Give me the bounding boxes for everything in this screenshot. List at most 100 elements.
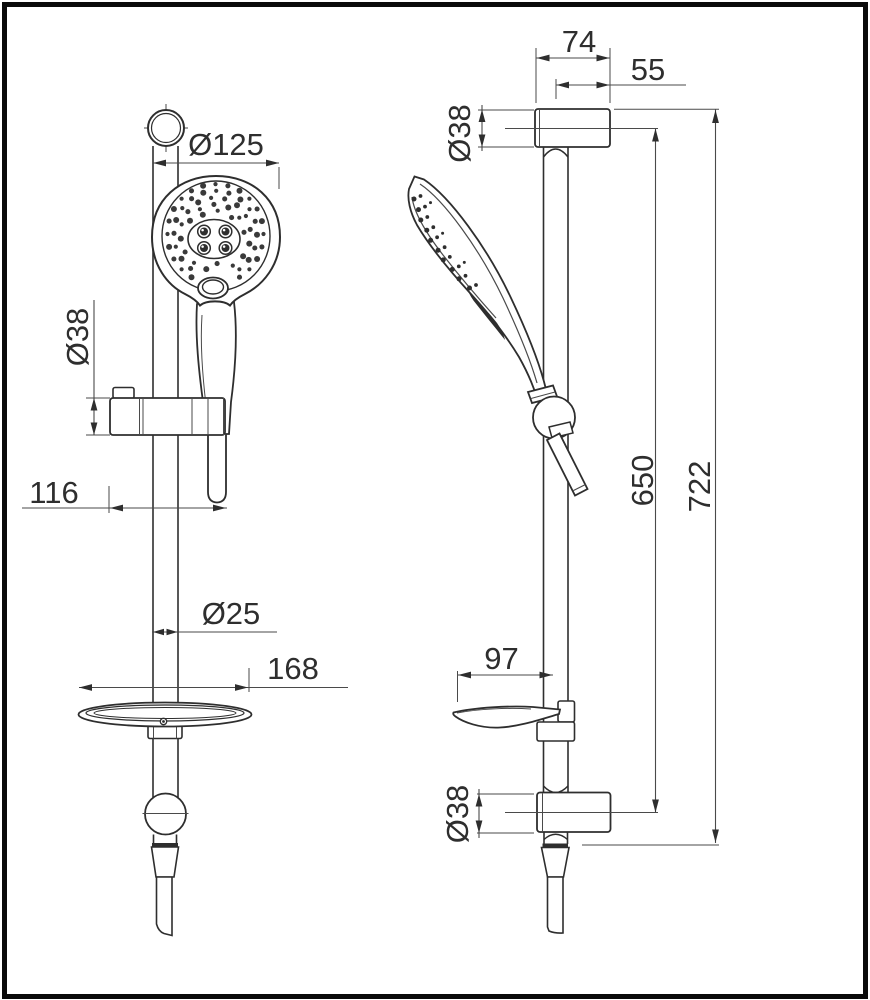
side-top-bracket (505, 108, 658, 158)
hose-connector-cone (540, 846, 570, 878)
nozzle-dot (177, 235, 184, 242)
side-shower-wand (407, 175, 589, 497)
handle-outlet (545, 432, 589, 497)
nozzle-dot (435, 235, 439, 240)
nozzle-dot (431, 225, 436, 230)
nozzle-dot (226, 190, 232, 196)
nozzle-dot (245, 256, 252, 263)
nozzle-dot (447, 255, 452, 259)
front-top-bracket (144, 104, 188, 152)
mode-button-inner (201, 279, 225, 295)
nozzle-dot (462, 260, 466, 264)
dim-soap-dish-width: 168 (267, 651, 319, 686)
hose-connector-cone (150, 846, 180, 878)
hose-end (155, 876, 173, 937)
nozzle-dot (247, 207, 252, 212)
nozzle-dot (236, 187, 243, 194)
dim-bracket-diameter-bottom: Ø38 (440, 785, 475, 844)
nozzle-dot (170, 206, 177, 212)
nozzle-dot (213, 182, 218, 187)
front-lower-bracket-and-hose (142, 792, 189, 937)
nozzle-dot (237, 196, 244, 203)
nozzle-dot (247, 226, 253, 232)
nozzle-dot (173, 244, 178, 249)
nozzle-dot (429, 201, 432, 205)
nozzle-dot (180, 206, 185, 211)
nozzle-dot (222, 228, 226, 232)
nozzle-dot (237, 215, 242, 220)
nozzle-dot (201, 228, 204, 232)
nozzle-dot (225, 183, 231, 189)
nozzle-dot (241, 229, 247, 235)
hose-nut-band (542, 843, 568, 848)
nozzle-dot (203, 266, 210, 273)
dim-soap-dish-depth: 97 (484, 641, 518, 676)
nozzle-dot (187, 217, 193, 224)
nozzle-dot (179, 196, 184, 201)
nozzle-dot (221, 244, 230, 252)
nozzle-dot (230, 263, 235, 268)
nozzle-dot (261, 231, 266, 237)
holder-lock-knob (112, 386, 135, 400)
nozzle-dot (179, 222, 184, 227)
nozzle-dot (200, 227, 208, 236)
nozzle-dot (171, 230, 177, 236)
spray-nozzle-dots (165, 182, 266, 281)
nozzle-dot (442, 245, 447, 250)
dim-bar-length: 650 (625, 455, 660, 507)
nozzle-dot (463, 273, 468, 278)
nozzle-dot (214, 188, 219, 193)
nozzle-dot (258, 218, 265, 225)
nozzle-dot (418, 194, 423, 198)
dim-head-diameter: Ø125 (188, 127, 264, 162)
front-soap-dish (77, 701, 253, 740)
nozzle-dot (424, 227, 430, 233)
nozzle-dot (182, 249, 188, 255)
nozzle-dot (188, 274, 195, 281)
dim-bracket-depth: 74 (562, 24, 596, 59)
dim-holder-diameter: Ø38 (60, 308, 95, 367)
nozzle-dot (234, 202, 240, 209)
nozzle-dot (200, 244, 208, 252)
nozzle-dot (474, 283, 478, 287)
front-slider-holder (109, 386, 226, 436)
nozzle-dot (178, 255, 185, 262)
nozzle-dot (441, 231, 445, 235)
nozzle-dot (166, 243, 173, 250)
nozzle-dot (229, 215, 235, 221)
nozzle-dot (189, 196, 195, 202)
nozzle-dot (423, 204, 427, 209)
front-dimensions: Ø125 Ø38 116 Ø25 168 (22, 127, 348, 692)
nozzle-dot (188, 188, 195, 194)
nozzle-dot (416, 207, 421, 213)
massage-nozzles (196, 224, 233, 256)
nozzle-dot (173, 217, 180, 223)
nozzle-dot (254, 256, 261, 262)
dim-rail-diameter: Ø25 (202, 596, 261, 631)
nozzle-dot (254, 231, 260, 238)
nozzle-dot (418, 217, 424, 223)
nozzle-dot (211, 201, 217, 207)
dim-total-height: 722 (682, 461, 717, 513)
side-dimensions: 74 55 Ø38 650 722 (440, 24, 719, 846)
nozzle-dot (246, 240, 253, 247)
nozzle-dot (252, 218, 258, 224)
nozzle-dot (449, 266, 455, 272)
nozzle-dot (209, 195, 214, 200)
nozzle-dot (247, 196, 252, 201)
nozzle-dot (200, 189, 207, 196)
nozzle-dot (199, 211, 206, 218)
nozzle-dot (240, 253, 247, 260)
nozzle-dot (222, 245, 226, 248)
nozzle-dot (197, 207, 202, 212)
nozzle-dot (171, 256, 177, 262)
nozzle-dot (252, 245, 258, 251)
dim-wall-offset: 55 (631, 52, 665, 87)
nozzle-dot (221, 227, 230, 236)
nozzle-dot (411, 196, 417, 202)
nozzle-dot (165, 231, 170, 237)
nozzle-dot (215, 208, 220, 213)
